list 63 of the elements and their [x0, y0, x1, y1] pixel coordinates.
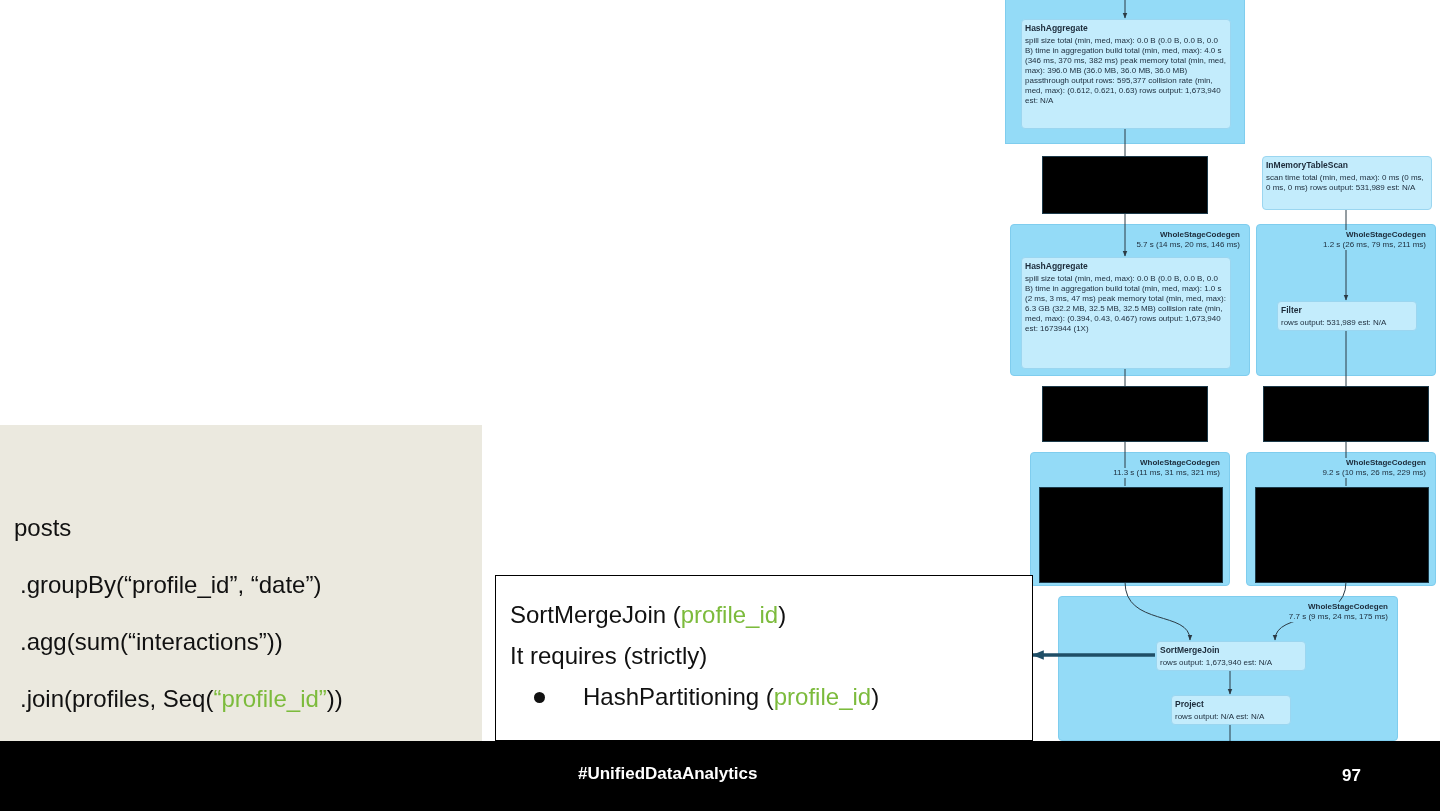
page-number: 97: [1342, 765, 1361, 787]
arrow: [1273, 581, 1347, 641]
arrow: [1227, 669, 1233, 695]
callout-text: SortMergeJoin (profile_id): [510, 600, 788, 630]
code-line: .groupBy(“profile_id”, “date”): [19, 570, 323, 600]
connector-line: [1124, 127, 1126, 157]
connector-line: [1124, 367, 1126, 387]
stage-timing: 9.2 s (10 ms, 26 ms, 229 ms): [1321, 468, 1427, 478]
arrow: [1122, 213, 1128, 257]
stage-cluster: [1010, 224, 1250, 376]
callout-text: It requires (strictly): [510, 641, 709, 671]
code-line: .agg(sum(“interactions”)): [19, 627, 284, 657]
operator-box: [1262, 156, 1432, 210]
callout-box: [495, 575, 1033, 741]
stage-timing: 11.3 s (11 ms, 31 ms, 321 ms): [1112, 468, 1221, 478]
stage-timing: 5.7 s (14 ms, 20 ms, 146 ms): [1135, 240, 1241, 250]
stage-cluster: [1256, 224, 1436, 376]
operator-metrics: rows output: 1,673,940 est: N/A: [1160, 658, 1274, 668]
stage-cluster: [1030, 452, 1230, 586]
operator-name: Filter: [1281, 305, 1303, 315]
operator-metrics: scan time total (min, med, max): 0 ms (0 ms, 0 ms, 0 ms) rows output: 531,989 est: N/A: [1266, 173, 1425, 193]
operator-name: SortMergeJoin: [1160, 645, 1221, 655]
code-line: .join(profiles, Seq(“profile_id”)): [19, 684, 344, 714]
operator-metrics: rows output: 531,989 est: N/A: [1281, 318, 1388, 328]
stage-cluster: [1058, 596, 1398, 741]
stage-title: WholeStageCodegen: [1307, 602, 1389, 612]
operator-box: [1156, 641, 1306, 671]
operator-name: InMemoryTableScan: [1266, 160, 1350, 170]
connector-line: [1229, 723, 1231, 742]
operator-box: [1021, 257, 1231, 369]
redaction-block: [1042, 386, 1208, 442]
stage-title: WholeStageCodegen: [1345, 458, 1427, 468]
operator-box: [1171, 695, 1291, 725]
arrow: [1122, 0, 1128, 19]
stage-cluster: [1246, 452, 1436, 586]
operator-name: HashAggregate: [1025, 261, 1089, 271]
operator-name: HashAggregate: [1025, 23, 1089, 33]
arrow: [1343, 209, 1349, 301]
connector-line: [1345, 441, 1347, 487]
redaction-block: [1042, 156, 1208, 214]
connector-line: [1345, 329, 1347, 387]
operator-name: Project: [1175, 699, 1205, 709]
code-panel: [0, 425, 482, 741]
redaction-block: [1039, 487, 1223, 583]
operator-box: [1021, 19, 1231, 129]
stage-title: WholeStageCodegen: [1159, 230, 1241, 240]
stage-cluster: [1005, 0, 1245, 144]
operator-metrics: spill size total (min, med, max): 0.0 B (0.0 B, 0.0 B, 0.0 B) time in aggregation build total (min, med, max): 1.0 s (2 ms, 3 ms, 47 ms) peak memory total (min, med, max): 6.3 GB (32.2 MB, 32.5 MB, 32.5 MB) collision rate (min, med, max): (0.394, 0.43, 0.467) rows output: 1,673,940 est: 1673944 (1X): [1025, 274, 1227, 334]
stage-title: WholeStageCodegen: [1139, 458, 1221, 468]
stage-title: WholeStageCodegen: [1345, 230, 1427, 240]
connector-line: [1124, 441, 1126, 487]
arrow: [1031, 650, 1155, 660]
stage-timing: 7.7 s (9 ms, 24 ms, 175 ms): [1287, 612, 1389, 622]
code-line: posts: [14, 513, 73, 543]
redaction-block: [1255, 487, 1429, 583]
operator-metrics: spill size total (min, med, max): 0.0 B (0.0 B, 0.0 B, 0.0 B) time in aggregation build total (min, med, max): 4.0 s (346 ms, 370 ms, 382 ms) peak memory total (min, med, max): 396.0 MB (36.0 MB, 36.0 MB, 36.0 MB) passthrough output rows: 595,377 collision rate (min, med, max): (0.612, 0.621, 0.63) rows output: 1,673,940 est: N/A: [1025, 36, 1227, 106]
stage-timing: 1.2 s (26 ms, 79 ms, 211 ms): [1322, 240, 1427, 250]
operator-metrics: rows output: N/A est: N/A: [1175, 712, 1266, 722]
hashtag-text: #UnifiedDataAnalytics: [578, 763, 758, 785]
bullet-text: HashPartitioning (profile_id): [583, 682, 880, 712]
redaction-block: [1263, 386, 1429, 442]
operator-box: [1277, 301, 1417, 331]
arrow: [1124, 581, 1192, 641]
